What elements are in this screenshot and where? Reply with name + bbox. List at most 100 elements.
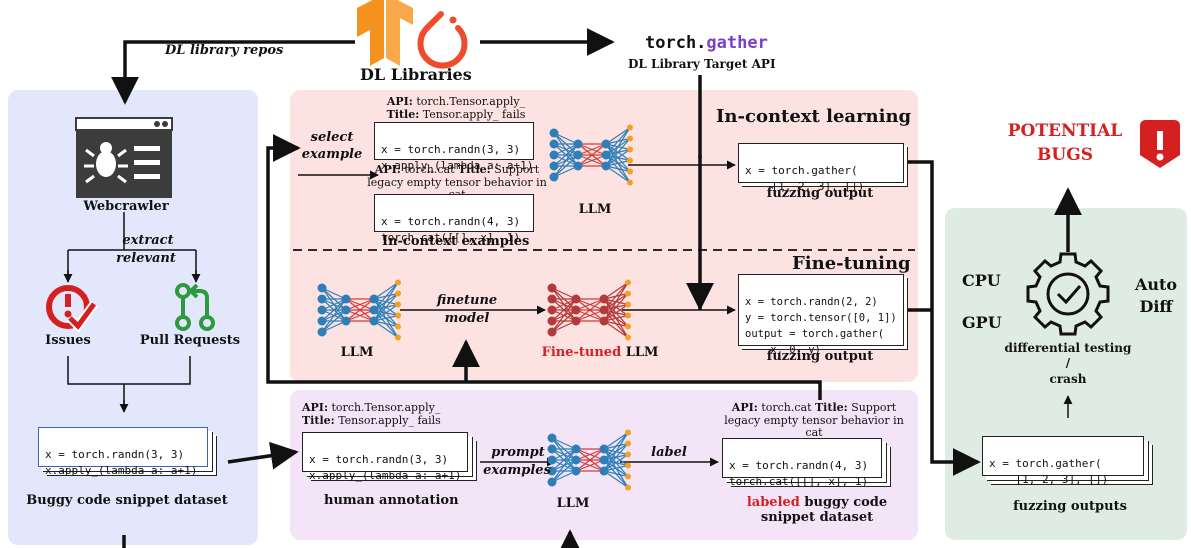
snippet-line1: x = torch.randn(3, 3) — [45, 448, 185, 461]
annot-code-line2: x.apply_(lambda a: a+1) — [309, 469, 462, 482]
tensorflow-icon — [357, 0, 413, 66]
prompt-label-1: prompt — [491, 445, 545, 460]
annot-out-code: x = torch.randn(4, 3) torch.cat([[], x],… — [722, 438, 882, 488]
ft-out-line4: x, 0, y) — [745, 344, 821, 356]
icl-out-line2: [1, 2, 3], []) — [745, 180, 865, 193]
issues-icon — [46, 285, 98, 333]
finetune-label-2: model — [444, 311, 490, 326]
icl-out-line1: x = torch.gather( — [745, 164, 858, 177]
potential-bugs-2: BUGS — [1037, 145, 1093, 165]
ex2-title-val: Support legacy empty tensor behavior in … — [367, 163, 547, 201]
autodiff-label-2: Diff — [1139, 297, 1173, 316]
annot-out-title-val: Support legacy empty tensor behavior in … — [724, 401, 904, 440]
fuzzing-outputs-label: fuzzing outputs — [1013, 499, 1127, 514]
potential-bugs-1: POTENTIAL — [1007, 121, 1123, 141]
fo-line1: x = torch.gather( — [989, 457, 1102, 470]
human-annotation-label: human annotation — [324, 493, 459, 508]
label-word: label — [651, 445, 687, 460]
labeled-rest: buggy code snippet dataset — [760, 495, 888, 525]
ex1-header: API: torch.Tensor.apply_ Title: Tensor.a… — [366, 95, 546, 121]
target-api-func: gather — [706, 33, 768, 53]
ft-out-line2: y = torch.tensor([0, 1]) — [745, 312, 897, 324]
issues-label: Issues — [45, 333, 91, 348]
ex2-api-val: torch.cat — [404, 163, 455, 176]
webcrawler-icon — [75, 117, 173, 198]
icl-llm-icon — [549, 124, 633, 186]
ft-tuned-llm-icon — [547, 279, 631, 341]
ex1-api-val: torch.Tensor.apply_ — [416, 95, 526, 108]
ft-out-line3: output = torch.gather( — [745, 328, 885, 340]
fo-line2: [1, 2, 3], []) — [989, 473, 1109, 486]
target-api-label: DL Library Target API — [628, 57, 776, 71]
gpu-label: GPU — [962, 313, 1002, 332]
annot-code-line1: x = torch.randn(3, 3) — [309, 453, 449, 466]
ft-llm-rest: LLM — [621, 345, 659, 360]
pull-requests-label: Pull Requests — [139, 333, 241, 348]
bug-alert-icon — [1140, 120, 1180, 168]
ex2-api-key: API: — [374, 163, 401, 176]
labeled-dataset-label: labeled buggy code snippet dataset — [732, 495, 902, 526]
ex2-title-key: Title: — [458, 163, 491, 176]
annot-title-val: Tensor.apply_ fails — [338, 413, 441, 427]
pull-request-icon — [175, 283, 215, 331]
annot-out-line1: x = torch.randn(4, 3) — [729, 459, 869, 472]
cpu-label: CPU — [962, 271, 1001, 290]
annot-llm-icon — [547, 429, 631, 491]
annot-code: x = torch.randn(3, 3) x.apply_(lambda a:… — [302, 432, 468, 482]
ft-llm-red: Fine-tuned — [541, 345, 622, 360]
annot-out-api-val: torch.cat — [761, 401, 812, 414]
annot-api-val: torch.Tensor.apply_ — [331, 401, 441, 414]
extract-label-1: extract — [122, 233, 174, 248]
libraries-label: DL Libraries — [360, 65, 472, 84]
annot-out-api-key: API: — [731, 401, 758, 414]
ex1-title-val: Tensor.apply_ fails — [422, 107, 526, 121]
annot-header: API: torch.Tensor.apply_ Title: Tensor.a… — [302, 401, 492, 427]
pytorch-icon — [417, 11, 468, 69]
prompt-label-2: examples — [483, 463, 551, 478]
differential-testing-gear-icon — [1026, 252, 1110, 336]
diff-slash: / — [1065, 356, 1071, 370]
target-api-prefix: torch. — [645, 33, 707, 53]
buggy-snippet-box: x = torch.randn(3, 3) x.apply_(lambda a:… — [38, 427, 208, 477]
annot-out-title-key: Title: — [815, 401, 848, 414]
autodiff-label-1: Auto — [1134, 275, 1178, 294]
ex1-code-line2: x.apply_(lambda a: a+1) — [381, 159, 534, 172]
ft-output-label: fuzzing output — [766, 349, 874, 364]
testing-panel — [945, 208, 1187, 540]
ex1-title-key: Title: — [386, 107, 420, 121]
extract-label-2: relevant — [116, 251, 176, 266]
ex2-code-line2: torch.cat([[], x], 1) — [381, 231, 521, 244]
select-label-1: select — [310, 130, 354, 145]
annot-llm-label: LLM — [556, 496, 590, 511]
finetune-label-1: finetune — [436, 293, 498, 308]
ft-llm-label: LLM — [340, 345, 374, 360]
ft-llm-tuned-label: Fine-tuned LLM — [530, 345, 670, 361]
snippet-line2: x.apply_(lambda a: a+1) — [45, 464, 198, 477]
webcrawler-label: Webcrawler — [83, 199, 169, 214]
annot-title-key: Title: — [302, 413, 335, 427]
annot-out-header: API: torch.cat Title: Support legacy emp… — [714, 401, 914, 440]
icl-title: In-context learning — [716, 106, 912, 127]
repos-label: DL library repos — [165, 43, 284, 58]
ex2-code-line1: x = torch.randn(4, 3) — [381, 215, 521, 228]
labeled-red: labeled — [746, 495, 800, 510]
fuzzing-outputs-code: x = torch.gather( [1, 2, 3], []) — [982, 436, 1144, 486]
ex2-header: API: torch.cat Title: Support legacy emp… — [362, 163, 552, 202]
icl-llm-label: LLM — [578, 202, 612, 217]
icl-output-label: fuzzing output — [766, 186, 874, 201]
crash-label: crash — [1049, 372, 1087, 386]
examples-label: In-context examples — [382, 234, 530, 249]
annot-out-line2: torch.cat([[], x], 1) — [729, 475, 869, 488]
ft-base-llm-icon — [317, 279, 401, 341]
repos-arrow — [111, 40, 355, 105]
select-label-2: example — [301, 147, 363, 162]
ex2-code: x = torch.randn(4, 3) torch.cat([[], x],… — [374, 194, 534, 244]
ex1-code: x = torch.randn(3, 3) x.apply_(lambda a:… — [374, 122, 534, 172]
target-api: torch.gather — [645, 33, 768, 54]
ft-output-code: x = torch.randn(2, 2) y = torch.tensor([… — [738, 274, 904, 356]
annot-api-key: API: — [302, 401, 329, 414]
ft-title: Fine-tuning — [792, 253, 911, 274]
icl-output-code: x = torch.gather( [1, 2, 3], []) — [738, 143, 904, 193]
ex1-code-line1: x = torch.randn(3, 3) — [381, 143, 521, 156]
